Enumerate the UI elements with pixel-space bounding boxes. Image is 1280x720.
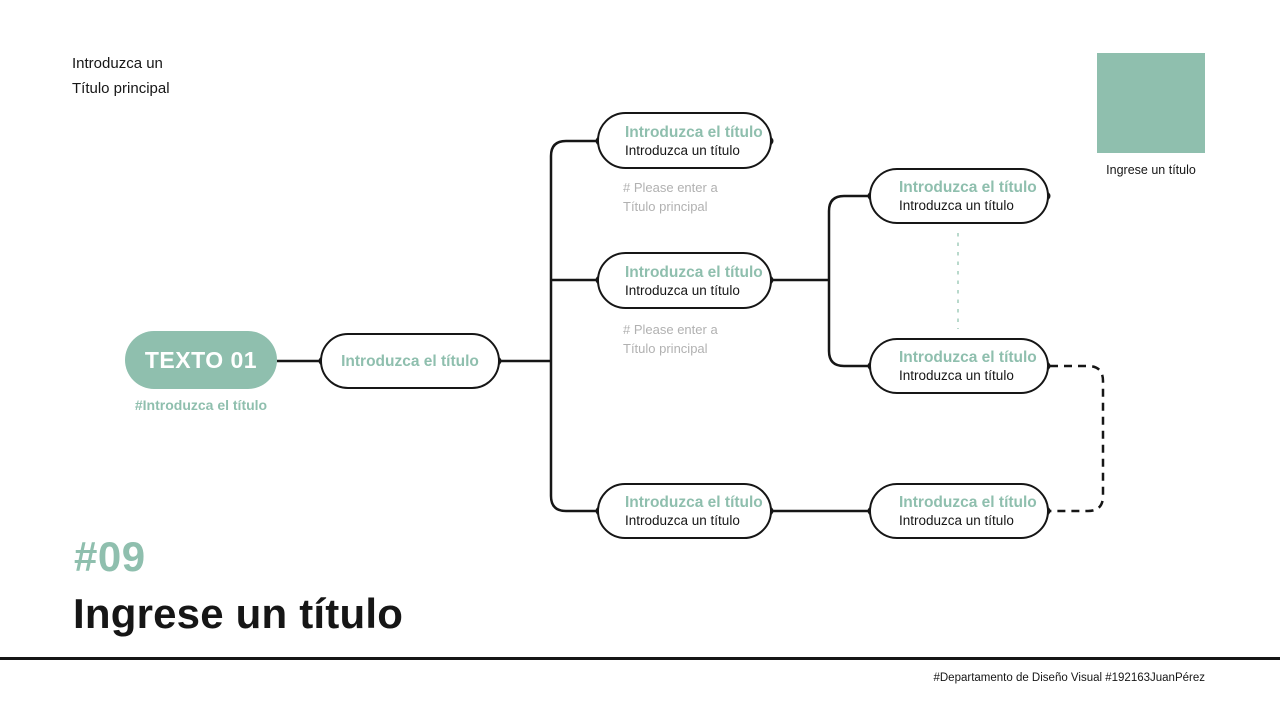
footer-divider xyxy=(0,657,1280,660)
node-subtitle: Introduzca un título xyxy=(625,142,740,158)
slide-title[interactable]: Ingrese un título xyxy=(73,590,404,637)
connector-bracket-level3 xyxy=(827,194,872,368)
level3-node-top[interactable]: Introduzca el título Introduzca un títul… xyxy=(869,168,1049,224)
node-subtitle: Introduzca un título xyxy=(899,198,1014,213)
swatch-label: Ingrese un título xyxy=(1106,163,1196,177)
level1-node[interactable]: Introduzca el título xyxy=(320,333,500,389)
node-subtitle: Introduzca un título xyxy=(899,513,1014,528)
connector-trunk-branches xyxy=(549,139,600,513)
node-title: Introduzca el título xyxy=(899,494,1037,511)
root-node-label: TEXTO 01 xyxy=(144,346,258,373)
node-title: Introduzca el título xyxy=(625,123,763,141)
node-title: Introduzca el título xyxy=(625,263,763,281)
node-subtitle: Introduzca un título xyxy=(625,513,740,528)
slide-number: #09 xyxy=(74,533,146,580)
root-node-tag: #Introduzca el título xyxy=(134,397,268,413)
level2-node-middle[interactable]: Introduzca el título Introduzca un títul… xyxy=(597,252,772,309)
note-line2: Título principal xyxy=(623,198,708,214)
header-note-line2: Título principal xyxy=(72,80,170,97)
node-title: Introduzca el título xyxy=(341,352,479,370)
note-line2: Título principal xyxy=(623,340,708,356)
node-subtitle: Introduzca un título xyxy=(625,282,740,298)
node-title: Introduzca el título xyxy=(899,349,1037,366)
connector-dashed-loop xyxy=(1050,364,1105,513)
root-node[interactable]: TEXTO 01 xyxy=(125,331,277,389)
header-note-line1: Introduzca un xyxy=(72,55,163,72)
node-title: Introduzca el título xyxy=(625,494,763,511)
level2-node-bottom[interactable]: Introduzca el título Introduzca un títul… xyxy=(597,483,772,539)
level2-node-top[interactable]: Introduzca el título Introduzca un títul… xyxy=(597,112,772,169)
header-note[interactable]: Introduzca un Título principal xyxy=(72,51,170,101)
node-title: Introduzca el título xyxy=(899,179,1037,196)
node-subtitle: Introduzca un título xyxy=(899,368,1014,383)
level3-node-bottom[interactable]: Introduzca el título Introduzca un títul… xyxy=(869,483,1049,539)
note-line1: # Please enter a xyxy=(623,322,718,337)
placeholder-note-middle: # Please enter a Título principal xyxy=(623,321,718,358)
footer-credit: #Departamento de Diseño Visual #192163Ju… xyxy=(933,672,1205,684)
note-line1: # Please enter a xyxy=(623,180,718,195)
color-swatch[interactable] xyxy=(1097,53,1205,153)
level3-node-middle[interactable]: Introduzca el título Introduzca un títul… xyxy=(869,338,1049,394)
placeholder-note-top: # Please enter a Título principal xyxy=(623,179,718,216)
